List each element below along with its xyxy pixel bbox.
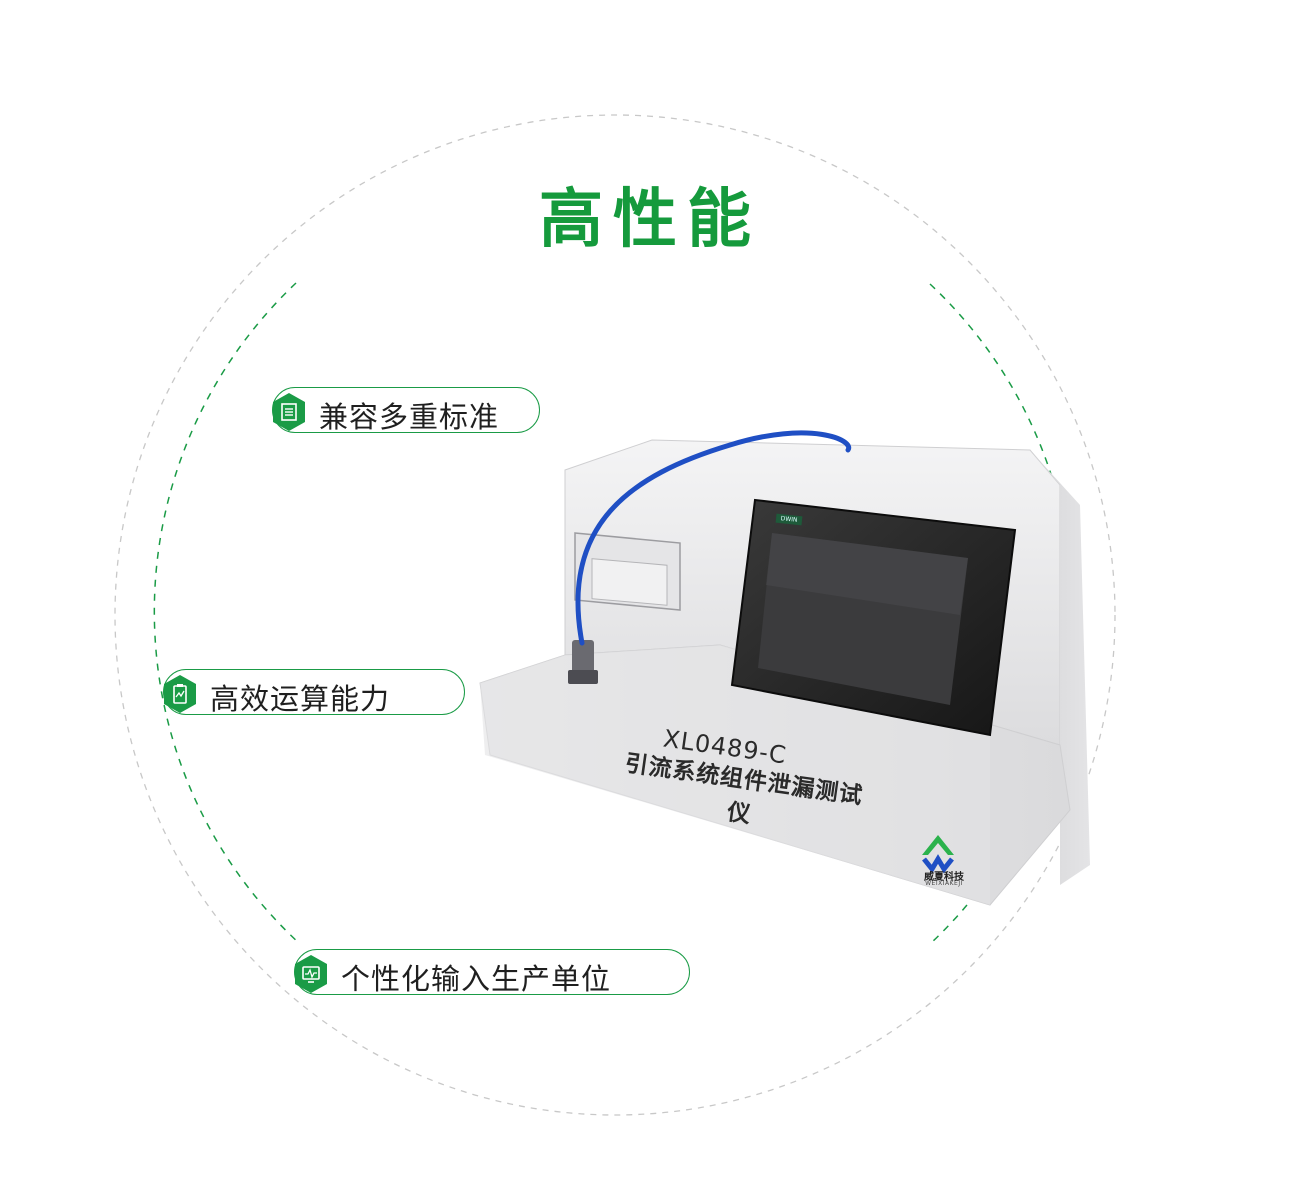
clipboard-chart-icon [164,675,196,713]
page-title: 高性能 [539,183,761,257]
feature-pill-standards: 兼容多重标准 [272,387,540,434]
brand-logo-subtext: WEIXIAKEJI [925,880,963,887]
feature-label: 兼容多重标准 [319,400,500,434]
feature-pill-computing: 高效运算能力 [163,669,465,716]
brand-logo-mark [922,835,954,874]
device-illustration [479,430,1090,906]
device-right-side [1030,450,1090,885]
monitor-waveform-icon [295,955,327,993]
printer-slot-inner [591,558,668,606]
feature-label: 个性化输入生产单位 [341,962,612,996]
brand-logo-text: 威夏科技 [924,872,964,883]
list-document-icon [273,393,305,431]
feature-pill-custom-input: 个性化输入生产单位 [294,949,690,996]
inner-dashed-arc-left [153,282,301,945]
blue-hose [575,430,852,646]
feature-label: 高效运算能力 [210,682,391,716]
outer-dashed-circle [114,114,1116,1116]
